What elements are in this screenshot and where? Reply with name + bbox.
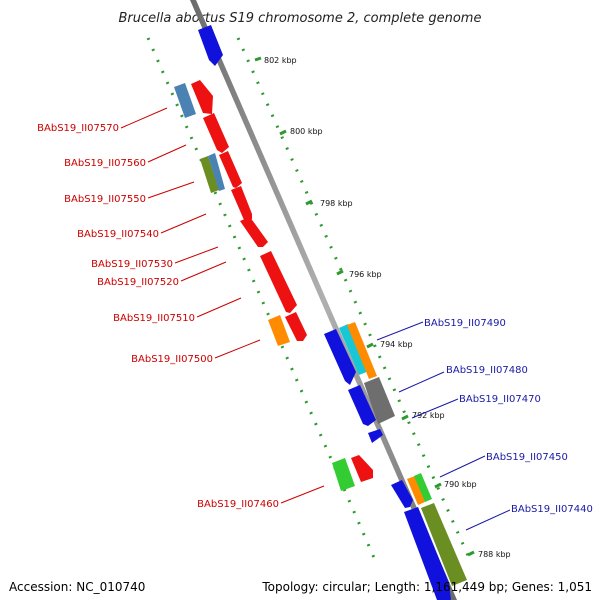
gene-red-07510[interactable] xyxy=(260,251,297,313)
gene-cyan-07490[interactable] xyxy=(339,324,369,375)
gene-olive-07550[interactable] xyxy=(200,156,219,193)
gene-label-07440[interactable]: BAbS19_II07440 xyxy=(511,504,593,515)
gene-blue-top[interactable] xyxy=(198,25,223,66)
gene-red-07550[interactable] xyxy=(219,151,242,188)
gene-label-07550[interactable]: BAbS19_II07550 xyxy=(64,194,146,205)
tick-label-800: 800 kbp xyxy=(290,127,323,136)
gene-steelblue-07550[interactable] xyxy=(208,153,225,191)
gene-orange-07490[interactable] xyxy=(347,322,377,379)
gene-label-07490[interactable]: BAbS19_II07490 xyxy=(424,318,506,329)
tick-label-788: 788 kbp xyxy=(478,550,511,559)
gene-label-07480[interactable]: BAbS19_II07480 xyxy=(446,365,528,376)
accession-text: Accession: NC_010740 xyxy=(9,580,146,594)
gene-blue-07450[interactable] xyxy=(391,480,413,508)
gene-green-07460[interactable] xyxy=(332,458,355,491)
gene-label-07450[interactable]: BAbS19_II07450 xyxy=(486,452,568,463)
gene-label-07540[interactable]: BAbS19_II07540 xyxy=(77,229,159,240)
gene-blue-small-07470[interactable] xyxy=(368,429,383,443)
gene-red-07530[interactable] xyxy=(240,217,268,247)
tick-label-790: 790 kbp xyxy=(444,480,477,489)
gene-red-07540[interactable] xyxy=(231,186,252,220)
tick-label-798: 798 kbp xyxy=(320,199,353,208)
backbone xyxy=(190,0,457,600)
gene-steelblue-07570[interactable] xyxy=(174,83,196,118)
leader-lines xyxy=(120,107,511,531)
tick-label-794: 794 kbp xyxy=(380,340,413,349)
gene-red-07460[interactable] xyxy=(351,455,373,482)
map-title: Brucella abortus S19 chromosome 2, compl… xyxy=(119,11,482,26)
gene-olive-07440[interactable] xyxy=(421,503,467,586)
gene-label-07460[interactable]: BAbS19_II07460 xyxy=(197,499,279,510)
gene-label-07500[interactable]: BAbS19_II07500 xyxy=(131,354,213,365)
gene-orange-07450[interactable] xyxy=(407,476,425,505)
gene-blue-07440[interactable] xyxy=(404,507,451,600)
gene-gray-07470[interactable] xyxy=(364,377,395,424)
gene-label-07560[interactable]: BAbS19_II07560 xyxy=(64,158,146,169)
outer-dotted-ring xyxy=(236,37,472,561)
gene-label-07510[interactable]: BAbS19_II07510 xyxy=(113,313,195,324)
gene-orange-07500[interactable] xyxy=(268,315,290,346)
tick-marks xyxy=(254,56,475,557)
gene-blue-07480[interactable] xyxy=(348,385,376,426)
tick-label-796: 796 kbp xyxy=(349,270,382,279)
gene-red-07570[interactable] xyxy=(191,80,213,114)
gene-blue-07490[interactable] xyxy=(324,329,356,385)
gene-label-07520[interactable]: BAbS19_II07520 xyxy=(97,277,179,288)
tick-label-792: 792 kbp xyxy=(412,411,445,420)
gene-red-07560[interactable] xyxy=(203,113,229,153)
gene-green-07450[interactable] xyxy=(414,473,432,502)
gene-label-07530[interactable]: BAbS19_II07530 xyxy=(91,259,173,270)
genome-summary-text: Topology: circular; Length: 1,161,449 bp… xyxy=(262,580,592,594)
gene-label-07470[interactable]: BAbS19_II07470 xyxy=(459,394,541,405)
gene-label-07570[interactable]: BAbS19_II07570 xyxy=(37,123,119,134)
tick-label-802: 802 kbp xyxy=(264,56,297,65)
gene-red-07500[interactable] xyxy=(285,312,307,341)
